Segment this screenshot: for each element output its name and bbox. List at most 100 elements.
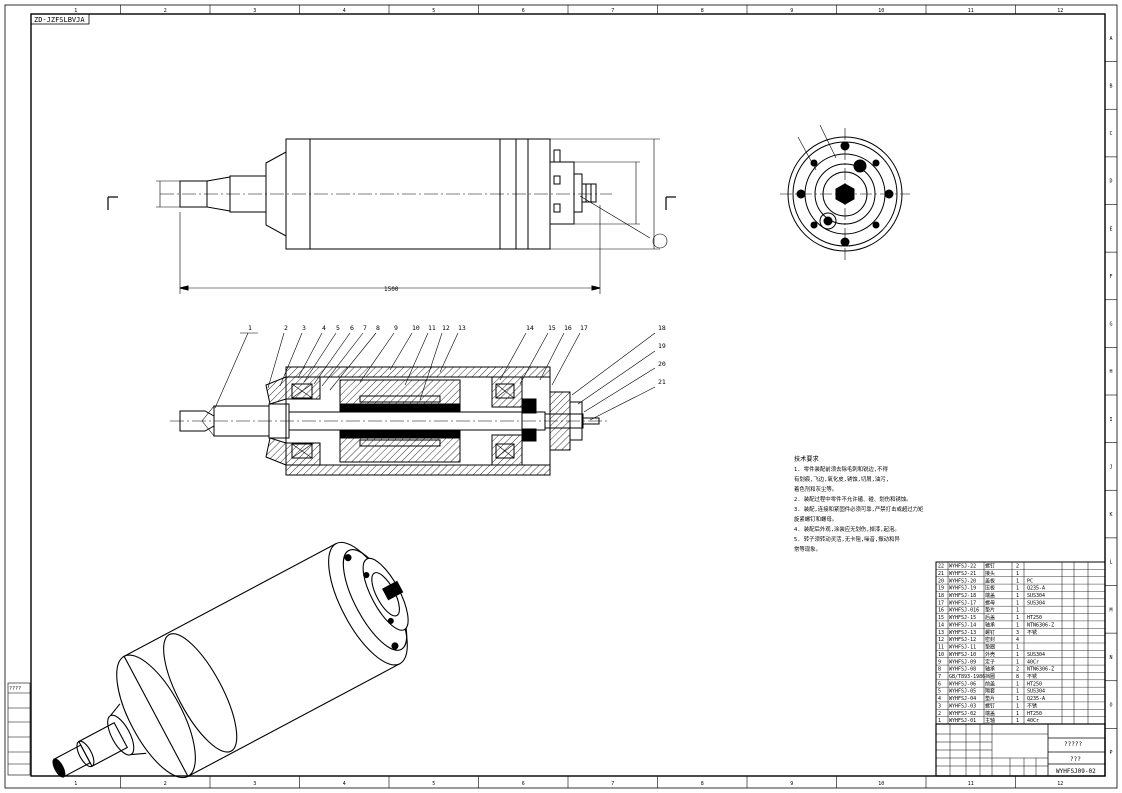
zone-col-label: 8: [701, 781, 704, 787]
zone-col-label: 6: [522, 8, 525, 14]
bom-cell-material: HT250: [1027, 615, 1042, 621]
zone-col-label: 1: [74, 8, 77, 14]
bom-cell-code: WYHFSJ-18: [949, 593, 976, 599]
zone-col-label: 8: [701, 8, 704, 14]
zone-row-label: B: [1109, 83, 1112, 89]
bom-cell-no: 17: [938, 600, 944, 606]
zone-row-label: I: [1109, 417, 1112, 423]
bom-cell-qty: 1: [1016, 615, 1019, 621]
isometric-view: [52, 541, 409, 779]
part-balloon: 5: [336, 324, 340, 332]
zone-row-label: M: [1109, 607, 1112, 613]
notes-heading: 技术要求: [794, 455, 819, 463]
zone-col-label: 9: [790, 781, 793, 787]
part-balloon: 21: [658, 378, 666, 386]
zone-col-label: 5: [432, 8, 435, 14]
title-drawing-number: WYHFSJ09-02: [1056, 768, 1096, 775]
title-name: ?????: [1064, 741, 1082, 748]
bom-cell-material: NTN6306-Z: [1027, 667, 1054, 673]
bom-cell-code: WYHFSJ-016: [949, 608, 979, 614]
note-line: 1. 零件装配前须去除毛刺和锐边,不得: [794, 465, 888, 473]
bom-cell-material: Q235-A: [1027, 586, 1045, 592]
zone-col-label: 10: [878, 781, 884, 787]
zone-col-label: 12: [1057, 781, 1063, 787]
part-balloon: 13: [458, 324, 466, 332]
bom-cell-material: HT250: [1027, 681, 1042, 687]
bom-cell-name: 隔套: [985, 688, 995, 695]
part-balloon: 14: [526, 324, 534, 332]
note-line: 常等现象。: [794, 545, 821, 553]
zone-marks: 112233445566778899101011111212ABCDEFGHIJ…: [74, 5, 1117, 788]
zone-col-label: 2: [164, 8, 167, 14]
zone-col-label: 7: [611, 8, 614, 14]
bom-cell-qty: 1: [1016, 711, 1019, 717]
part-balloon: 18: [658, 324, 666, 332]
bom-cell-code: WYHFSJ-05: [949, 689, 976, 695]
note-line: 着色剂和灰尘等。: [794, 485, 837, 493]
zone-col-label: 5: [432, 781, 435, 787]
bom-cell-no: 2: [938, 711, 941, 717]
bom-cell-qty: 1: [1016, 645, 1019, 651]
bom-cell-material: Q235-A: [1027, 696, 1045, 702]
bom-cell-name: 轴承: [985, 666, 995, 673]
bom-cell-no: 18: [938, 593, 944, 599]
bom-cell-material: SUS304: [1027, 593, 1045, 599]
bom-cell-name: 主轴: [985, 717, 995, 724]
bom-cell-no: 3: [938, 703, 941, 709]
bom-cell-name: 外壳: [985, 651, 995, 658]
bom-cell-no: 8: [938, 667, 941, 673]
note-line: 2. 装配过程中零件不允许磕、碰、划伤和锈蚀。: [794, 495, 912, 503]
part-balloon: 8: [376, 324, 380, 332]
bom-cell-no: 13: [938, 630, 944, 636]
bom-cell-qty: 2: [1016, 667, 1019, 673]
bom-cell-name: 螺钉: [985, 702, 995, 709]
bom-cell-code: WYHFSJ-19: [949, 586, 976, 592]
bom-cell-qty: 1: [1016, 593, 1019, 599]
bom-cell-material: SUS304: [1027, 689, 1045, 695]
bom-cell-qty: 2: [1016, 564, 1019, 570]
note-line: 有划痕,飞边,氧化皮,锈蚀,切屑,油污,: [794, 475, 889, 483]
zone-col-label: 4: [343, 781, 346, 787]
bom-cell-no: 11: [938, 645, 944, 651]
outer-border: [4, 4, 1118, 789]
section-view: [170, 332, 656, 476]
bom-cell-code: WYHFSJ-14: [949, 622, 976, 628]
bom-cell-name: 接头: [985, 570, 995, 577]
zone-col-label: 10: [878, 8, 884, 14]
bom-cell-code: WYHFSJ-03: [949, 703, 976, 709]
bom-cell-material: HT250: [1027, 711, 1042, 717]
title-block: [935, 723, 1106, 777]
bom-cell-name: 后盖: [985, 614, 995, 621]
zone-col-label: 11: [968, 781, 974, 787]
zone-col-label: 7: [611, 781, 614, 787]
bom-cell-qty: 4: [1016, 637, 1019, 643]
bom-cell-qty: 1: [1016, 681, 1019, 687]
technical-notes: 技术要求 1. 零件装配前须去除毛刺和锐边,不得 有划痕,飞边,氧化皮,锈蚀,切…: [794, 455, 924, 553]
zone-col-label: 12: [1057, 8, 1063, 14]
bom-cell-material: 40Cr: [1027, 659, 1039, 665]
zone-row-label: H: [1109, 369, 1112, 375]
bom-cell-qty: 1: [1016, 586, 1019, 592]
end-view: [780, 124, 910, 260]
bom-cell-name: 盖板: [985, 577, 995, 584]
part-balloon: 15: [548, 324, 556, 332]
zone-col-label: 4: [343, 8, 346, 14]
bom-cell-code: WYHFSJ-08: [949, 667, 976, 673]
zone-col-label: 6: [522, 781, 525, 787]
bom-cell-qty: 1: [1016, 578, 1019, 584]
code-box: [30, 13, 90, 25]
bom-cell-code: WYHFSJ-11: [949, 645, 976, 651]
bom-cell-material: 40Cr: [1027, 718, 1039, 724]
zone-col-label: 1: [74, 781, 77, 787]
bom-cell-name: 垫片: [985, 607, 995, 614]
bom-cell-no: 9: [938, 659, 941, 665]
bom-cell-qty: 1: [1016, 608, 1019, 614]
bom-cell-qty: 1: [1016, 703, 1019, 709]
zone-col-label: 9: [790, 8, 793, 14]
bom-cell-qty: 1: [1016, 659, 1019, 665]
bom-cell-code: WYHFSJ-04: [949, 696, 976, 702]
bom-cell-no: 5: [938, 689, 941, 695]
zone-col-label: 3: [253, 8, 256, 14]
zone-row-label: F: [1109, 274, 1112, 280]
note-line: 5. 转子须转动灵活,无卡阻,噪音,振动和异: [794, 535, 900, 543]
